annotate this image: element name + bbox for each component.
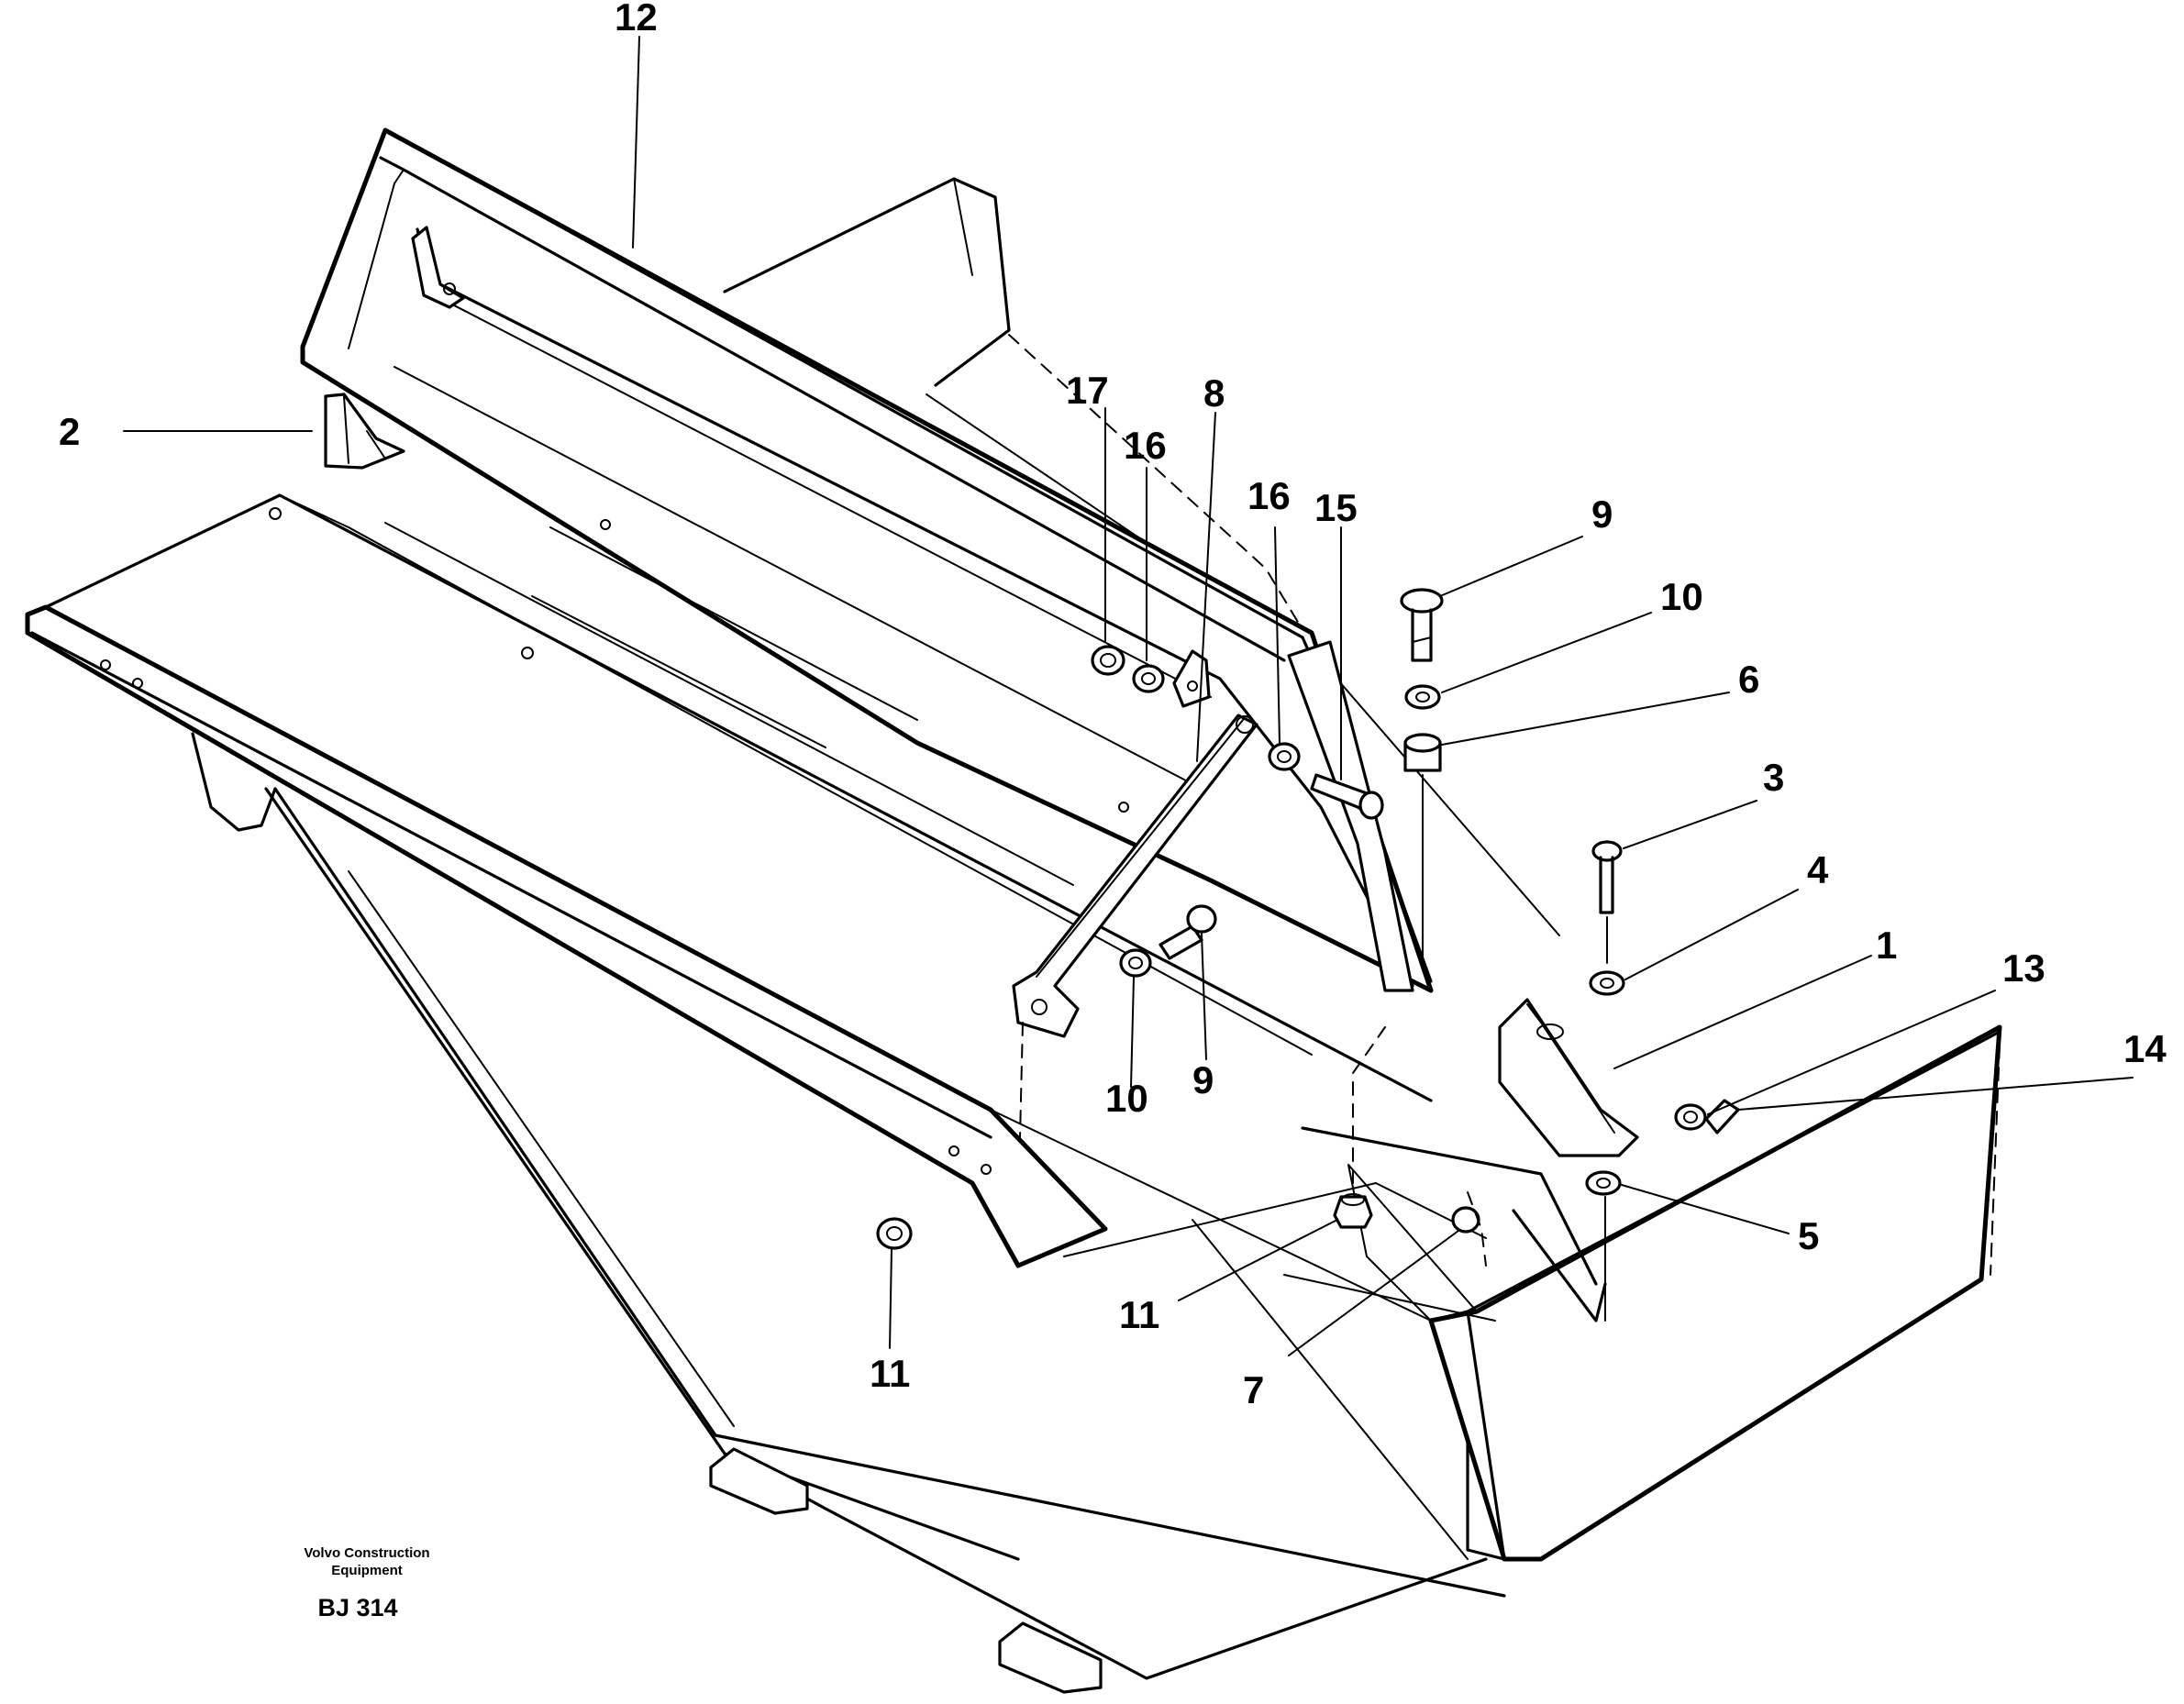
tailgate-hinge-foot	[324, 393, 405, 470]
callouts: 12 2 17 16 8 16 15 9 10 6 3 4 1 13 14 5 …	[59, 0, 2167, 1411]
callout-4: 4	[1807, 848, 1829, 891]
callout-10b: 10	[1105, 1077, 1148, 1120]
callout-6: 6	[1738, 658, 1759, 701]
callout-3: 3	[1763, 756, 1784, 799]
callout-8: 8	[1203, 371, 1225, 415]
brand-line-2: Equipment	[331, 1563, 403, 1578]
callout-11: 11	[870, 1352, 910, 1395]
callout-7: 7	[1243, 1368, 1264, 1411]
callout-11b: 11	[1119, 1293, 1159, 1336]
callout-9: 9	[1591, 492, 1613, 536]
latch-bracket	[1498, 998, 1639, 1157]
footer: Volvo Construction Equipment BJ 314	[304, 1545, 429, 1621]
prop-rod	[1012, 714, 1258, 1138]
tailgate-panel	[300, 127, 1434, 993]
callout-16b: 16	[1247, 474, 1291, 517]
washer-16	[1132, 664, 1165, 693]
callout-10: 10	[1660, 575, 1703, 618]
nut-17	[1091, 645, 1125, 676]
callout-16: 16	[1124, 424, 1167, 467]
callout-15: 15	[1314, 486, 1358, 529]
callout-17: 17	[1066, 369, 1109, 412]
callout-5: 5	[1798, 1214, 1819, 1257]
callout-12: 12	[615, 0, 658, 39]
leader-lines	[123, 36, 2134, 1356]
brand-line-1: Volvo Construction	[304, 1545, 429, 1561]
callout-9b: 9	[1192, 1058, 1214, 1101]
dump-body	[25, 493, 2002, 1694]
callout-2: 2	[59, 410, 80, 453]
drawing-code: BJ 314	[317, 1594, 397, 1621]
callout-13: 13	[2002, 946, 2045, 990]
callout-1: 1	[1876, 924, 1897, 967]
callout-14: 14	[2123, 1027, 2167, 1070]
hardware	[876, 588, 1740, 1322]
